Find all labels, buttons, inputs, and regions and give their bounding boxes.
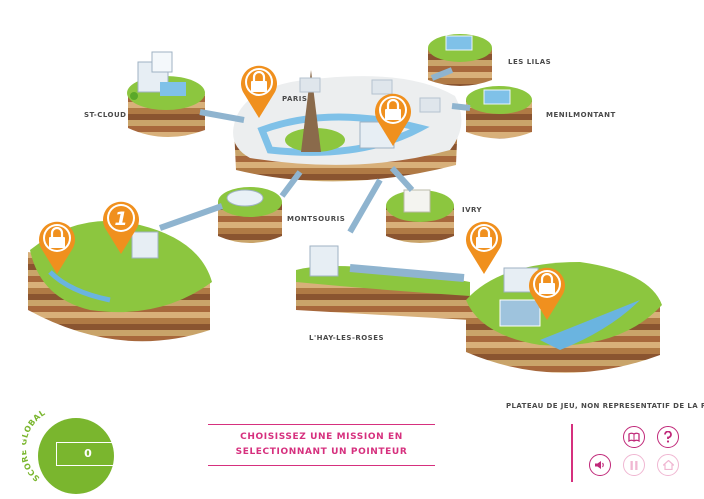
label-lhay-les-roses: L'HAY-LES-ROSES xyxy=(309,334,385,342)
island-st-cloud xyxy=(127,51,205,138)
help-button[interactable] xyxy=(657,426,679,448)
label-ivry: IVRY xyxy=(462,206,483,214)
label-menilmontant: MENILMONTANT xyxy=(546,111,616,119)
lock-icon xyxy=(529,267,565,320)
label-paris: PARIS xyxy=(282,95,308,103)
sound-button[interactable] xyxy=(589,454,611,476)
island-les-lilas xyxy=(428,34,492,86)
score-panel: SCORE GLOBAL 0 xyxy=(19,404,120,494)
island-plant xyxy=(466,262,662,373)
home-button[interactable] xyxy=(657,454,679,476)
home-icon xyxy=(662,460,674,470)
instruction-line-2: SELECTIONNANT UN POINTEUR xyxy=(235,447,408,457)
island-ivry xyxy=(386,189,454,243)
label-les-lilas: LES LILAS xyxy=(508,58,552,66)
board-disclaimer: PLATEAU DE JEU, NON REPRESENTATIF DE LA … xyxy=(506,402,704,410)
island-menilmontant xyxy=(466,86,532,139)
book-button[interactable] xyxy=(623,426,645,448)
label-st-cloud: ST-CLOUD xyxy=(84,111,127,119)
pipes xyxy=(158,67,471,234)
score-circle xyxy=(38,418,114,494)
lock-icon xyxy=(39,221,75,274)
pin-paris-west[interactable] xyxy=(237,60,281,120)
instruction-banner: CHOISISSEZ UNE MISSION EN SELECTIONNANT … xyxy=(208,424,435,466)
island-montsouris xyxy=(218,187,282,243)
instruction-line-1: CHOISISSEZ UNE MISSION EN xyxy=(240,432,403,442)
score-title-text: SCORE GLOBAL xyxy=(19,408,47,483)
pin-source-one[interactable]: 1 xyxy=(99,196,143,256)
svg-text:SCORE GLOBAL: SCORE GLOBAL xyxy=(22,408,47,483)
question-icon xyxy=(664,431,672,443)
score-value: 0 xyxy=(56,442,120,466)
pin-number: 1 xyxy=(114,208,127,230)
pin-paris-east[interactable] xyxy=(371,88,415,148)
lock-icon xyxy=(375,93,411,146)
book-icon xyxy=(628,432,640,442)
pin-source-lock[interactable] xyxy=(35,216,79,276)
pause-button[interactable] xyxy=(623,454,645,476)
island-source xyxy=(28,220,212,342)
speaker-icon xyxy=(595,461,604,469)
pin-aqueduct-lock[interactable] xyxy=(462,216,506,276)
score-title: SCORE GLOBAL xyxy=(19,404,112,494)
lock-icon xyxy=(466,221,502,274)
pin-plant-lock[interactable] xyxy=(525,262,569,322)
lock-icon xyxy=(241,65,277,118)
controls-divider xyxy=(571,424,573,482)
label-montsouris: MONTSOURIS xyxy=(287,215,346,223)
pause-icon xyxy=(630,460,638,470)
island-lhay xyxy=(296,245,470,320)
